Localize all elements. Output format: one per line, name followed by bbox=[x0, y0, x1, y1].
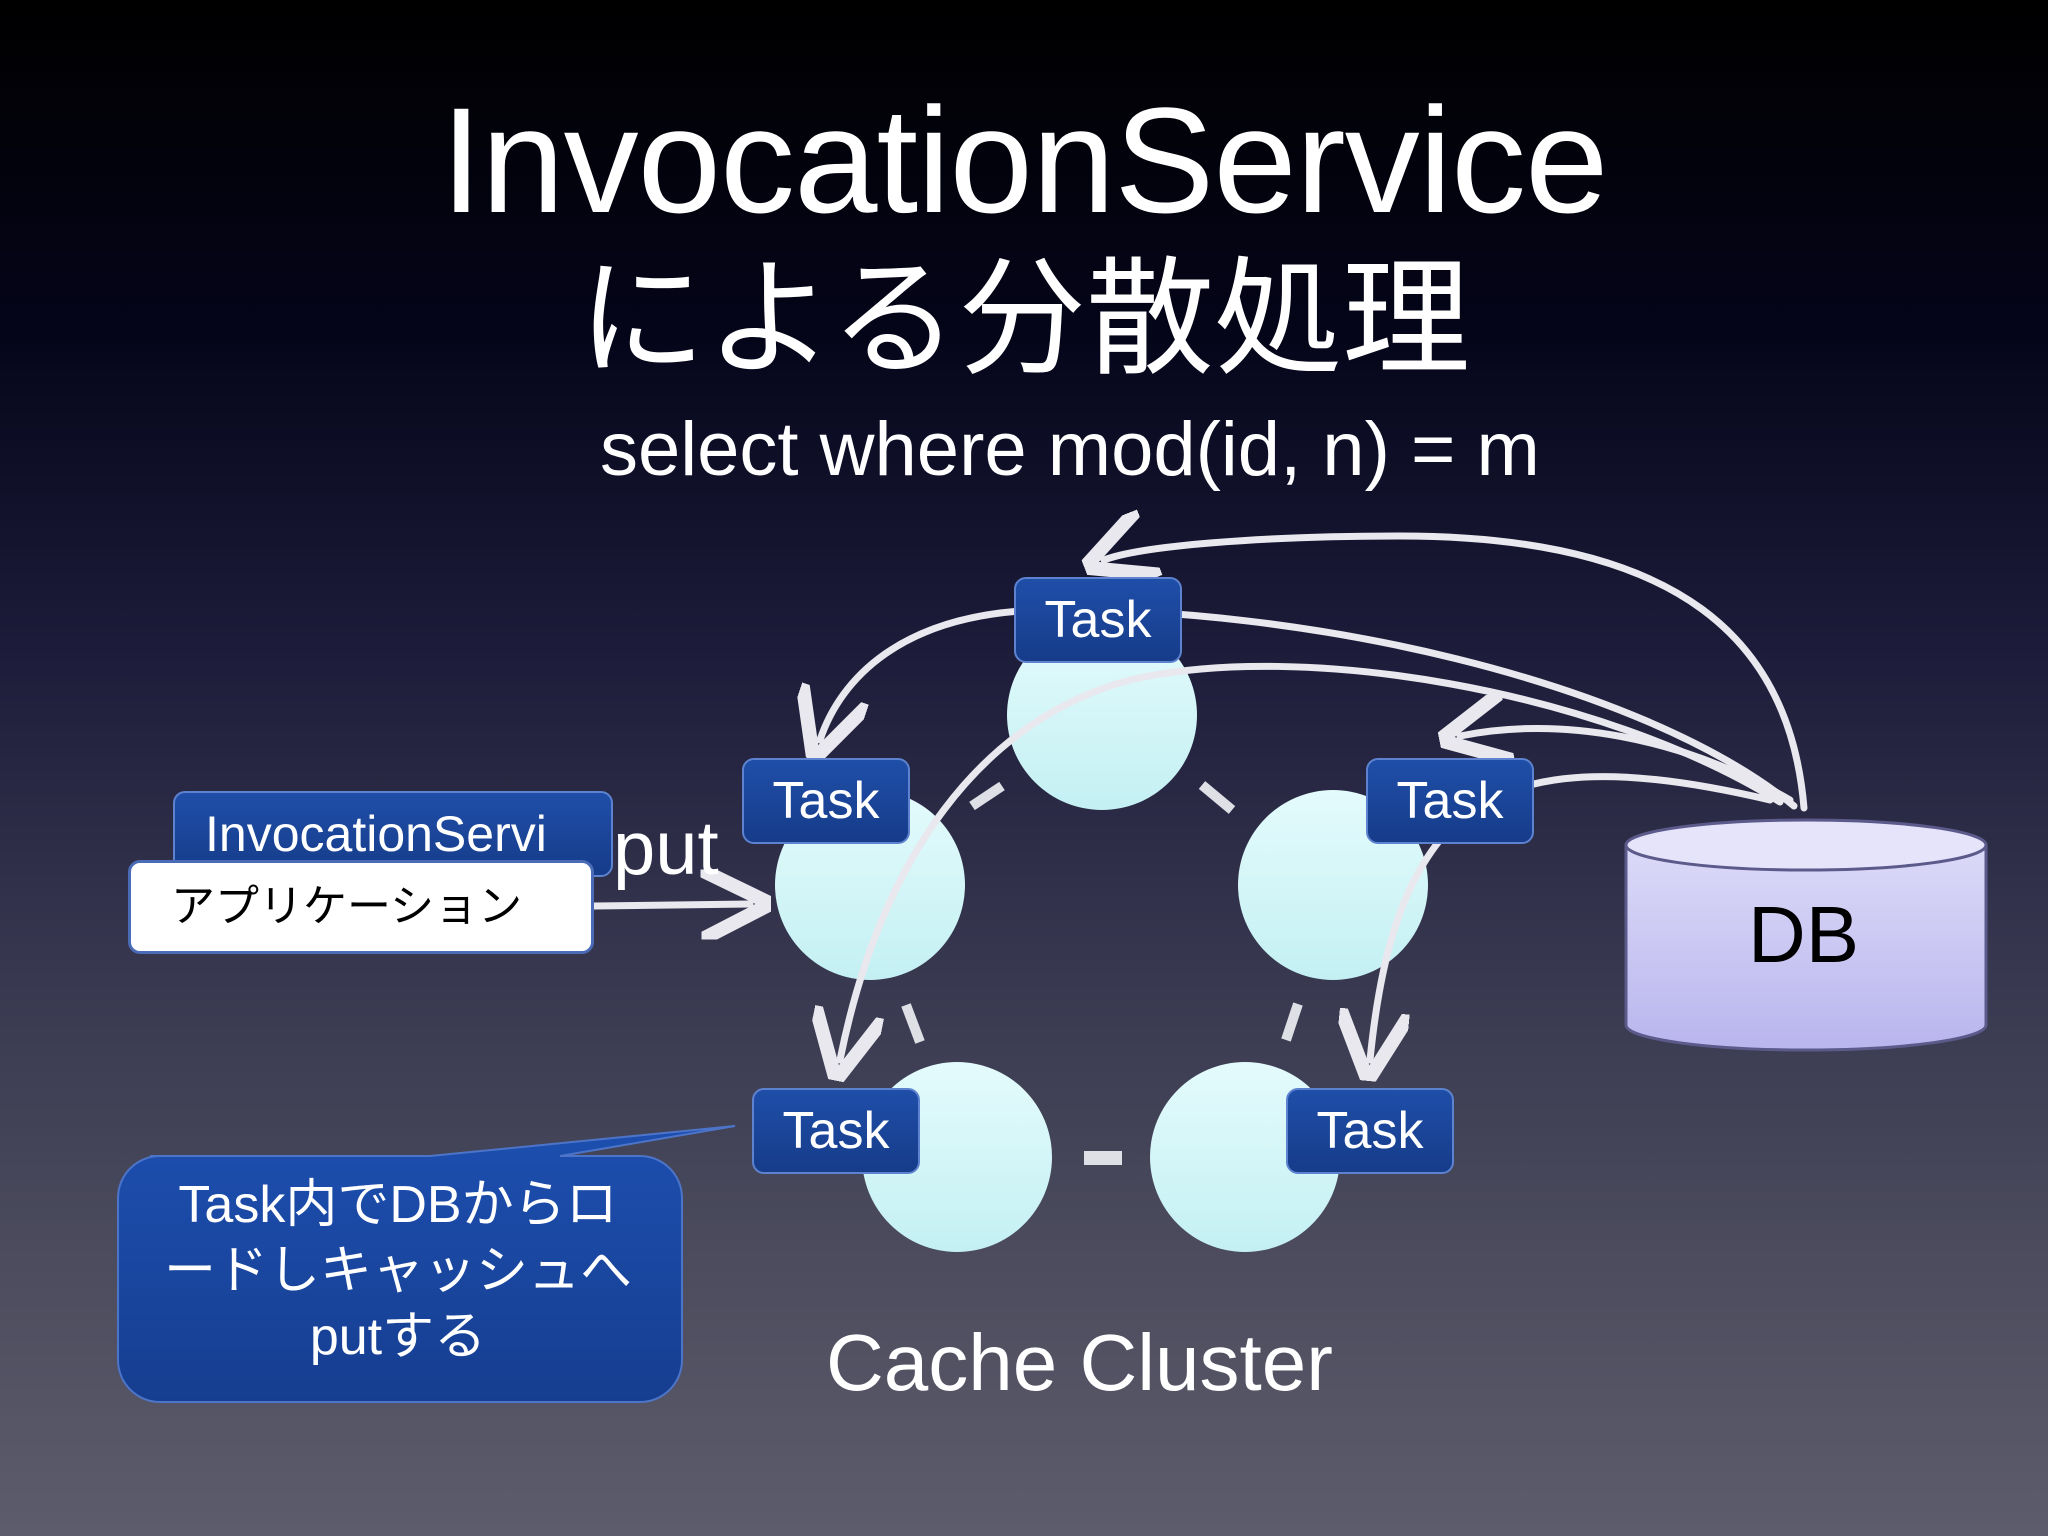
callout-line-2: ードしキャッシュへ bbox=[163, 1242, 632, 1300]
task-label-left: Task bbox=[742, 758, 910, 844]
arrow-db-to-top-task bbox=[1104, 536, 1808, 812]
task-label-right: Task bbox=[1366, 758, 1534, 844]
application-box: アプリケーション bbox=[128, 860, 594, 954]
title-sub-japanese: による分散処理 bbox=[577, 245, 1471, 394]
cluster-link-top-right bbox=[1198, 781, 1236, 814]
callout-line-1: Task内でDBからロ bbox=[178, 1176, 618, 1234]
cluster-link-right-bottom bbox=[1281, 1002, 1303, 1042]
query-label: select where mod(id, n) = m bbox=[600, 407, 1540, 492]
cluster-link-top-left bbox=[969, 781, 1005, 811]
put-label: put bbox=[613, 806, 719, 891]
arrow-app-to-node bbox=[590, 904, 750, 906]
callout-text: Task内でDBからロ ードしキャッシュへ putする bbox=[128, 1172, 668, 1370]
title-main: InvocationService bbox=[440, 76, 1609, 244]
database-cylinder bbox=[1624, 818, 1988, 1052]
arrow-db-to-right-task bbox=[1460, 729, 1794, 804]
db-label: DB bbox=[1748, 890, 1860, 979]
cache-cluster-label: Cache Cluster bbox=[826, 1318, 1333, 1407]
task-label-top: Task bbox=[1014, 577, 1182, 663]
cluster-link-left-bottom bbox=[901, 1003, 925, 1044]
task-label-bottom-right: Task bbox=[1286, 1088, 1454, 1174]
callout-bubble bbox=[117, 1125, 736, 1403]
callout-line-3: putする bbox=[309, 1308, 487, 1366]
task-label-bottom-left: Task bbox=[752, 1088, 920, 1174]
cache-node-top bbox=[1007, 620, 1197, 810]
arrow-db-to-bottom-left-task bbox=[840, 662, 1784, 1060]
